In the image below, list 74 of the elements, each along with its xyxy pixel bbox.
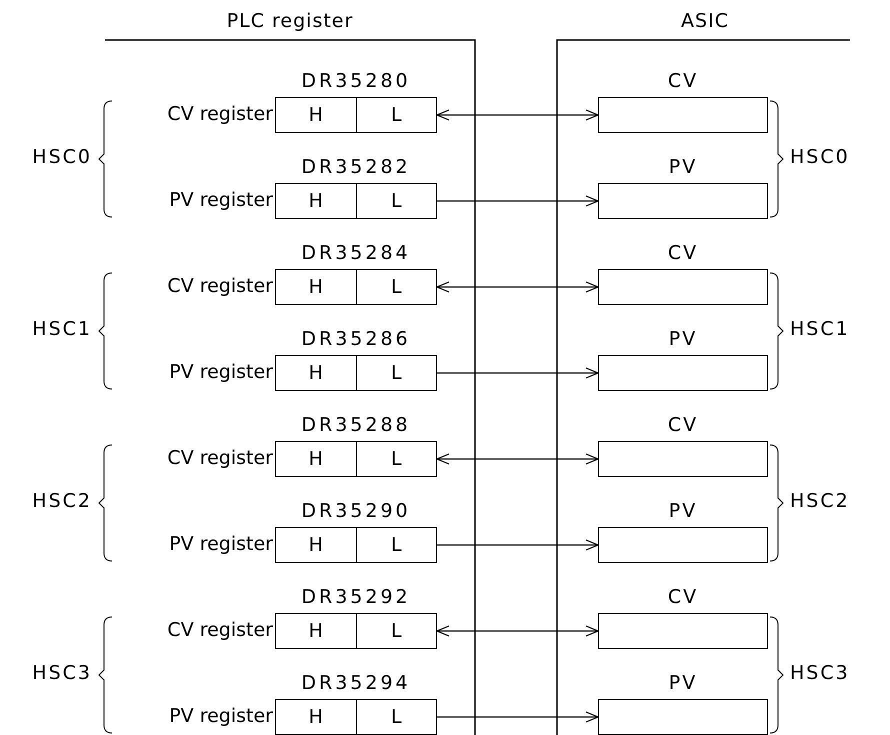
asic-register-box xyxy=(598,269,768,305)
address-label: DR35286 xyxy=(300,330,412,349)
register-byte: H xyxy=(308,275,324,300)
counter-label: HSC0 xyxy=(32,148,92,167)
register-byte: H xyxy=(308,619,324,644)
asic-register-box xyxy=(598,613,768,649)
column-heading: PLC register xyxy=(226,12,354,31)
counter-label: HSC3 xyxy=(790,664,850,683)
register-byte: L xyxy=(356,184,436,218)
counter-label: HSC2 xyxy=(32,492,92,511)
address-label: DR35282 xyxy=(300,158,412,177)
register-box xyxy=(275,613,437,649)
register-label: PV register xyxy=(169,191,273,210)
arrow xyxy=(436,625,599,637)
register-box xyxy=(275,183,437,219)
register-byte: L xyxy=(356,700,436,734)
register-label: CV register xyxy=(167,277,273,296)
column-heading: ASIC xyxy=(680,12,730,31)
arrow xyxy=(436,453,599,465)
register-name: CV xyxy=(666,244,700,263)
register-byte: L xyxy=(356,442,436,476)
address-label: DR35280 xyxy=(300,72,412,91)
arrow xyxy=(437,195,599,207)
register-name: CV xyxy=(666,416,700,435)
register-byte: L xyxy=(356,270,436,304)
register-name: PV xyxy=(668,330,698,349)
address-label: DR35290 xyxy=(300,502,412,521)
register-name: CV xyxy=(666,588,700,607)
register-box xyxy=(275,97,437,133)
arrow xyxy=(437,539,599,551)
arrow xyxy=(437,711,599,723)
register-name: PV xyxy=(668,158,698,177)
register-name: PV xyxy=(668,502,698,521)
asic-register-box xyxy=(598,527,768,563)
register-byte: H xyxy=(308,103,324,128)
register-box xyxy=(275,527,437,563)
asic-register-box xyxy=(598,441,768,477)
register-byte: L xyxy=(356,614,436,648)
asic-register-box xyxy=(598,699,768,735)
register-byte: H xyxy=(308,447,324,472)
address-label: DR35292 xyxy=(300,588,412,607)
arrow xyxy=(436,109,599,121)
address-label: DR35288 xyxy=(300,416,412,435)
counter-label: HSC3 xyxy=(32,664,92,683)
register-label: CV register xyxy=(167,621,273,640)
register-box xyxy=(275,355,437,391)
address-label: DR35284 xyxy=(300,244,412,263)
address-label: DR35294 xyxy=(300,674,412,693)
register-label: PV register xyxy=(169,707,273,726)
counter-label: HSC0 xyxy=(790,148,850,167)
counter-label: HSC1 xyxy=(32,320,92,339)
register-label: PV register xyxy=(169,363,273,382)
register-box xyxy=(275,269,437,305)
register-box xyxy=(275,441,437,477)
register-name: CV xyxy=(666,72,700,91)
asic-register-box xyxy=(598,183,768,219)
register-byte: L xyxy=(356,356,436,390)
register-name: PV xyxy=(668,674,698,693)
counter-label: HSC1 xyxy=(790,320,850,339)
register-byte: L xyxy=(356,528,436,562)
register-byte: H xyxy=(308,533,324,558)
asic-register-box xyxy=(598,355,768,391)
register-label: CV register xyxy=(167,449,273,468)
arrow xyxy=(437,367,599,379)
register-box xyxy=(275,699,437,735)
register-byte: H xyxy=(308,705,324,730)
counter-label: HSC2 xyxy=(790,492,850,511)
register-byte: H xyxy=(308,189,324,214)
register-byte: L xyxy=(356,98,436,132)
asic-register-box xyxy=(598,97,768,133)
register-label: CV register xyxy=(167,105,273,124)
register-byte: H xyxy=(308,361,324,386)
register-label: PV register xyxy=(169,535,273,554)
arrow xyxy=(436,281,599,293)
